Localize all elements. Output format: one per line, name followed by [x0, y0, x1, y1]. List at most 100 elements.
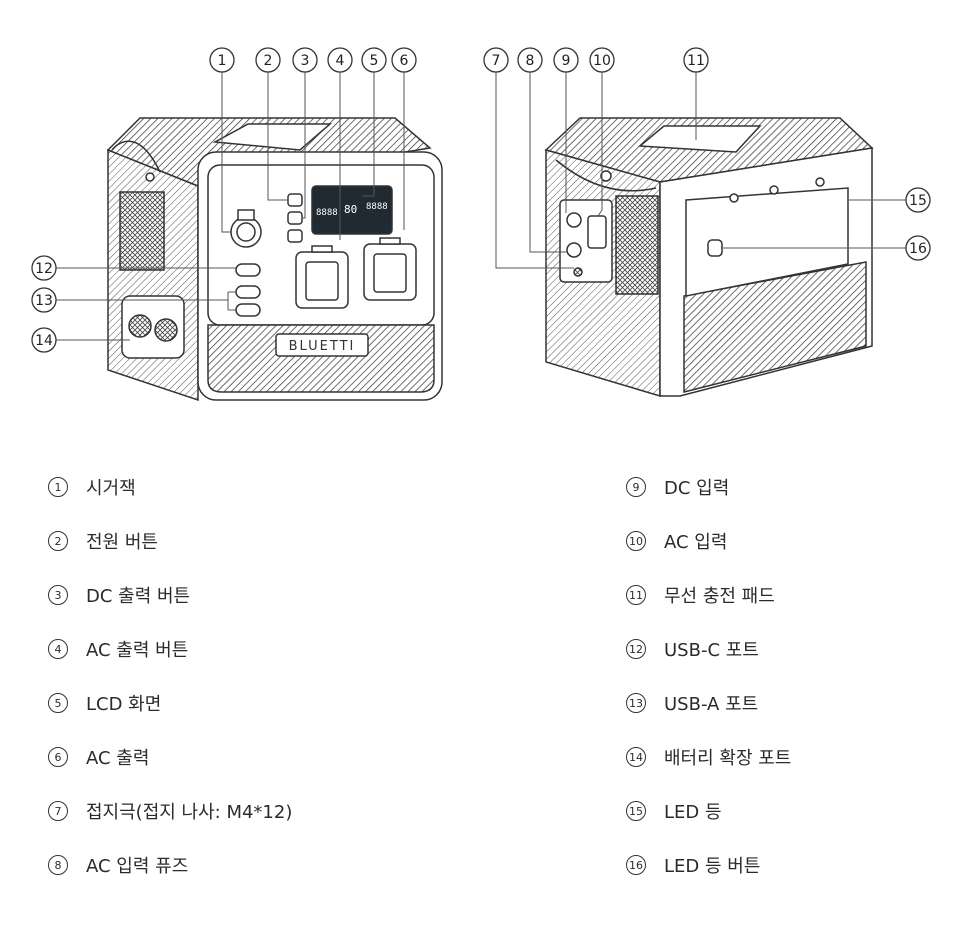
callout-10	[589, 47, 615, 73]
callout-6	[391, 47, 417, 73]
ac-button-shape	[287, 229, 303, 243]
legend-number: 6	[48, 747, 68, 767]
legend-label: 시거잭	[86, 478, 136, 499]
legend-number: 9	[626, 477, 646, 497]
legend-label: LED 등	[664, 802, 722, 823]
legend-item: 14 배터리 확장 포트	[626, 730, 791, 784]
leader-lines	[56, 72, 906, 341]
callout-10-label: 10	[593, 53, 611, 69]
callout-5	[361, 47, 387, 73]
legend-label: 배터리 확장 포트	[664, 748, 792, 769]
front-unit-left-side	[107, 148, 199, 402]
power-button-shape	[287, 193, 303, 207]
callout-4-label: 4	[336, 53, 345, 69]
legend-label: AC 출력	[86, 748, 150, 769]
legend-item: 13 USB-A 포트	[626, 676, 791, 730]
callout-7	[483, 47, 509, 73]
legend-number: 3	[48, 585, 68, 605]
callout-markers	[31, 47, 931, 353]
callout-12-label: 12	[35, 261, 53, 277]
lcd-screen	[311, 185, 393, 235]
dc-input-shape	[566, 212, 582, 228]
front-side-vent	[119, 191, 165, 271]
callout-13-label: 13	[35, 293, 53, 309]
callout-13	[31, 287, 57, 313]
legend-item: 4 AC 출력 버튼	[48, 622, 292, 676]
legend-number: 14	[626, 747, 646, 767]
legend-number: 8	[48, 855, 68, 875]
brand-text: BLUETTI	[289, 339, 356, 354]
legend-number: 16	[626, 855, 646, 875]
legend-number: 11	[626, 585, 646, 605]
callout-16-label: 16	[909, 241, 927, 257]
wireless-pad-shape	[638, 125, 762, 153]
legend-label: 접지극(접지 나사: M4*12)	[86, 802, 293, 823]
callout-2-label: 2	[264, 53, 273, 69]
dc-button-shape	[287, 211, 303, 225]
legend-number: 12	[626, 639, 646, 659]
led-light-panel	[685, 187, 849, 297]
legend-label: USB-A 포트	[664, 694, 759, 715]
legend-item: 15 LED 등	[626, 784, 791, 838]
callout-7-label: 7	[492, 53, 501, 69]
legend-number: 7	[48, 801, 68, 821]
callout-1-label: 1	[218, 53, 227, 69]
callout-2	[255, 47, 281, 73]
callout-14-label: 14	[35, 333, 53, 349]
legend-label: 무선 충전 패드	[664, 586, 775, 607]
legend-label: USB-C 포트	[664, 640, 759, 661]
callout-3	[292, 47, 318, 73]
ground-screw	[573, 267, 583, 277]
ac-fuse-shape	[566, 242, 582, 258]
legend-item: 16 LED 등 버튼	[626, 838, 791, 892]
usb-a-port-2	[235, 303, 261, 317]
legend-item: 9 DC 입력	[626, 460, 791, 514]
callout-15-label: 15	[909, 193, 927, 209]
brand-plate	[275, 333, 369, 357]
front-unit	[106, 117, 443, 402]
callout-8	[517, 47, 543, 73]
usb-a-port-1	[235, 285, 261, 299]
callout-5-label: 5	[370, 53, 379, 69]
callout-9	[553, 47, 579, 73]
callout-9-label: 9	[562, 53, 571, 69]
callout-3-label: 3	[301, 53, 310, 69]
legend-label: DC 입력	[664, 478, 730, 499]
legend-item: 8 AC 입력 퓨즈	[48, 838, 292, 892]
lcd-right-digits: 8888	[366, 202, 388, 212]
callout-14	[31, 327, 57, 353]
battery-expansion-port-shape	[121, 295, 185, 359]
lcd-mid-digits: 80	[344, 203, 357, 216]
back-side-bottom-hatch	[683, 261, 867, 393]
product-diagram: 8888 80 8888 BLUETTI	[31, 47, 931, 402]
callout-15	[905, 187, 931, 213]
callout-4	[327, 47, 353, 73]
legend-item: 11 무선 충전 패드	[626, 568, 791, 622]
ac-input-shape	[587, 215, 607, 249]
back-vent	[615, 195, 659, 295]
usb-c-port-shape	[235, 263, 261, 277]
legend-label: LED 등 버튼	[664, 856, 761, 877]
legend-label: AC 입력 퓨즈	[86, 856, 189, 877]
legend-label: AC 출력 버튼	[86, 640, 189, 661]
led-button-shape	[707, 239, 723, 257]
callout-12	[31, 255, 57, 281]
legend-number: 15	[626, 801, 646, 821]
callout-6-label: 6	[400, 53, 409, 69]
legend-number: 10	[626, 531, 646, 551]
front-unit-bottom-band	[207, 324, 435, 393]
legend-number: 4	[48, 639, 68, 659]
legend-number: 13	[626, 693, 646, 713]
legend-number: 5	[48, 693, 68, 713]
callout-16	[905, 235, 931, 261]
callout-11-label: 11	[687, 53, 705, 69]
legend-number: 2	[48, 531, 68, 551]
legend-item: 6 AC 출력	[48, 730, 292, 784]
lcd-left-digits: 8888	[316, 208, 338, 218]
